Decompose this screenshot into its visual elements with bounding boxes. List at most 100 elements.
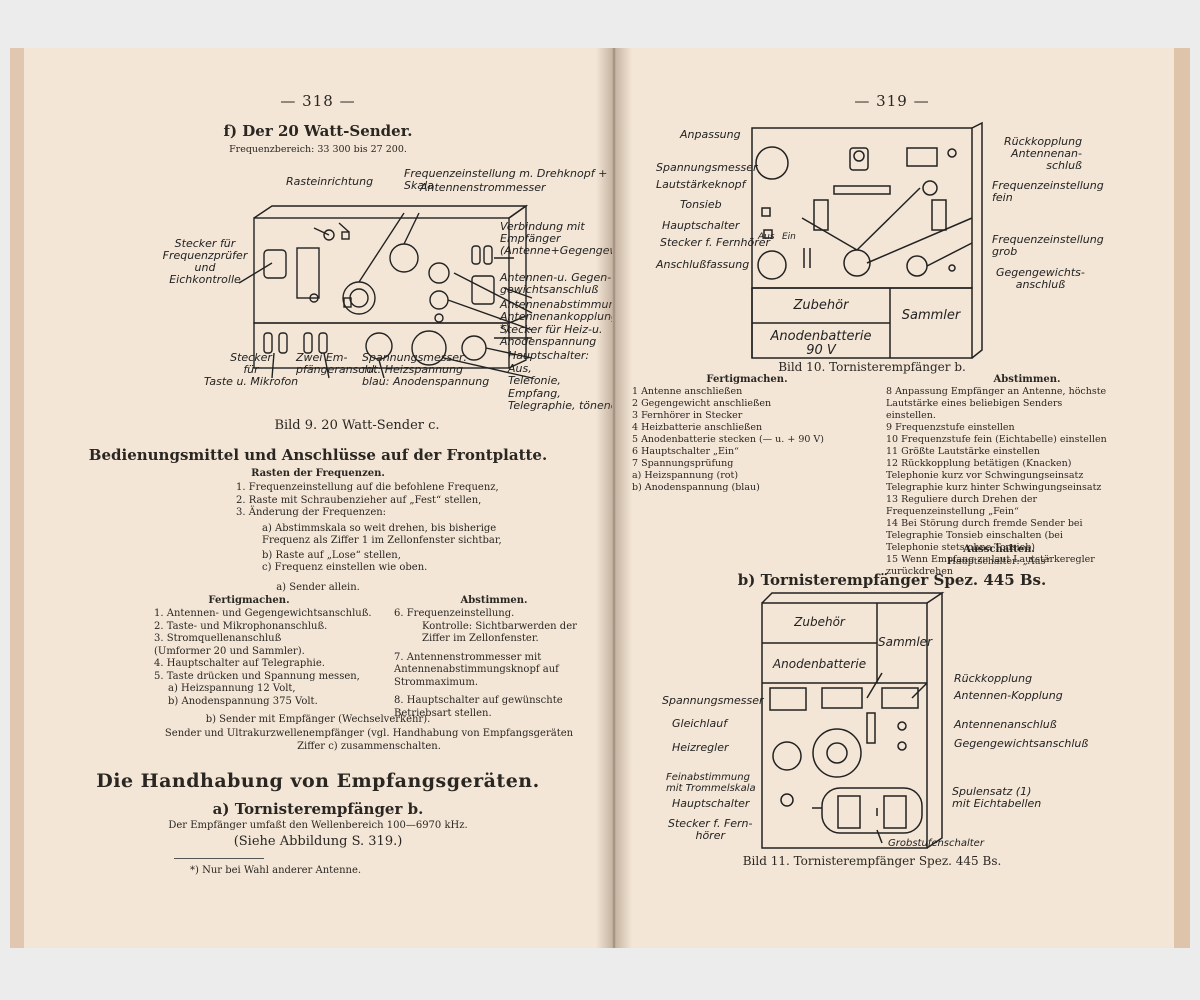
label-zubehoer: Zubehör [793, 298, 849, 313]
fertig-item: 6 Hauptschalter „Ein“ [632, 446, 739, 457]
abst-item: 8 Anpassung Empfänger an Antenne, höchst… [886, 386, 1107, 421]
abst-item: 7. Antennenstrommesser mit Antennenabsti… [394, 651, 559, 688]
fertig-item: 3. Stromquellenanschluß (Umformer 20 und… [154, 633, 305, 657]
book-spread: — 318 — f) Der 20 Watt-Sender. Frequenzb… [0, 48, 1200, 948]
label-rasteinrichtung: Rasteinrichtung [286, 175, 374, 188]
label-zubehoer-445: Zubehör [794, 615, 845, 629]
fertig-item: 5. Taste drücken und Spannung messen, [154, 670, 360, 682]
siehe-abbildung: (Siehe Abbildung S. 319.) [233, 834, 403, 849]
fertig-item: 2. Taste- und Mikrophonanschluß. [154, 620, 328, 632]
fertig-item: 1. Antennen- und Gegengewichtsanschluß. [154, 608, 372, 619]
figure-9-caption: Bild 9. 20 Watt-Sender c. [274, 418, 440, 433]
figure-10-diagram [751, 121, 983, 359]
rasten-item: 3. Änderung der Frequenzen: [236, 507, 387, 518]
label-stecker-fernhoerer: Stecker f. Fernhörer [660, 236, 771, 249]
label-sammler: Sammler [901, 308, 961, 323]
abst-item: 12 Rückkopplung betätigen (Knacken) Tele… [886, 458, 1102, 493]
abstimmen-title-right: Abstimmen. [993, 374, 1061, 385]
rasten-item: 2. Raste mit Schraubenzieher auf „Fest“ … [236, 494, 482, 506]
ausschalten-item: Hauptschalter: „Aus“ [947, 556, 1051, 567]
figure-10-caption: Bild 10. Tornisterempfänger b. [778, 360, 966, 374]
fertig-item: b) Anodenspannung 375 Volt. [168, 695, 318, 707]
label-antennenstrommesser: Antennenstrommesser [420, 181, 546, 194]
label-stecker-taste: Stecker für Taste u. Mikrofon [203, 351, 299, 388]
label-antennenankopplung: Antennenankopplung *) [500, 310, 619, 335]
ausschalten-title: Ausschalten. [963, 544, 1035, 555]
label-anschlussfassung: Anschlußfassung [656, 258, 750, 271]
label-spannungsmesser: Spannungsmesser [656, 161, 758, 174]
rasten-title: Rasten der Frequenzen. [251, 468, 385, 479]
rasten-item: a) Abstimmskala so weit drehen, bis bish… [262, 522, 502, 547]
tornister-title: a) Tornisterempfänger b. [212, 800, 424, 818]
sender-front-upper [253, 217, 510, 324]
sender-ultra: Sender und Ultrakurzwellenempfänger (vgl… [164, 728, 574, 752]
abst-item: 8. Hauptschalter auf gewünschte Betriebs… [394, 695, 563, 719]
abstimmen-list-right: 8 Anpassung Empfänger an Antenne, höchst… [886, 386, 1112, 578]
label-antennenanschluss-445: Antennenanschluß [954, 718, 1057, 731]
fertigmachen-list-right: 1 Antenne anschließen 2 Gegengewicht ans… [632, 386, 882, 494]
figure-11-caption: Bild 11. Tornisterempfänger Spez. 445 Bs… [742, 854, 1002, 868]
abst-item: 6. Frequenzeinstellung. [394, 608, 515, 619]
handhabung-title: Die Handhabung von Empfangsgeräten. [96, 770, 540, 792]
abst-item: Kontrolle: Sichtbarwerden der Ziffer im … [422, 620, 577, 645]
sender-mit-empfaenger: b) Sender mit Empfänger (Wechselverkehr)… [205, 714, 431, 725]
label-stecker-frequenzpruefer: Stecker für Frequenzprüfer und Eichkontr… [162, 237, 248, 286]
rasten-item: c) Frequenz einstellen wie oben. [262, 562, 428, 573]
section-title-20-watt-sender: f) Der 20 Watt-Sender. [223, 122, 413, 140]
label-antennenabstimmung: Antennenabstimmung [500, 298, 623, 311]
fertig-item: a) Heizspannung (rot) [632, 470, 739, 481]
fertig-item: a) Heizspannung 12 Volt, [168, 683, 296, 694]
rasten-item: b) Raste auf „Lose“ stellen, [262, 549, 401, 561]
label-grobstufenschalter: Grobstufenschalter [888, 838, 984, 849]
rasten-item: 1. Frequenzeinstellung auf die befohlene… [236, 482, 499, 493]
abst-item: 11 Größte Lautstärke einstellen [886, 446, 1040, 457]
footnote: *) Nur bei Wahl anderer Antenne. [190, 865, 362, 876]
fertig-item: 4. Hauptschalter auf Telegraphie. [154, 658, 325, 669]
label-lautstaerkeknopf: Lautstärkeknopf [656, 178, 746, 191]
book-gutter [596, 48, 632, 948]
frequency-range: Frequenzbereich: 33 300 bis 27 200. [229, 144, 407, 155]
label-stecker-heiz: Stecker für Heiz-u. Anodenspannung [500, 323, 603, 348]
label-anodenbatterie: Anodenbatterie 90 V [770, 329, 872, 358]
fertig-item: 5 Anodenbatterie stecken (— u. + 90 V) [632, 434, 824, 445]
sender-allein: a) Sender allein. [276, 582, 360, 593]
label-zwei-empfaengeranschl: Zwei Em- pfängeranschl. [296, 351, 378, 376]
label-stecker-fernhoerer-445: Stecker f. Fern- hörer [668, 817, 753, 842]
right-page: — 319 — [612, 48, 1190, 948]
label-spulensatz: Spulensatz (1) mit Eichtabellen [952, 785, 1042, 810]
label-ein: Ein [782, 232, 796, 242]
label-aus: Aus [758, 232, 775, 242]
label-gleichlauf: Gleichlauf [672, 717, 728, 730]
label-hauptschalter: Hauptschalter [662, 219, 740, 232]
fertig-item: 3 Fernhörer in Stecker [632, 410, 743, 421]
abstimmen-title: Abstimmen. [460, 595, 528, 606]
label-antennen-kopplung: Antennen-Kopplung [954, 689, 1063, 702]
label-spannungsmesser: Spannungsmesser: rot: Heizspannung blau:… [362, 351, 490, 388]
rasten-list: 1. Frequenzeinstellung auf die befohlene… [236, 482, 536, 575]
label-anodenbatterie-445: Anodenbatterie [772, 657, 867, 671]
label-sammler-445: Sammler [878, 635, 932, 649]
label-gegengewichtsanschluss: Gegengewichts- anschluß [996, 266, 1085, 291]
spez-445-title: b) Tornisterempfänger Spez. 445 Bs. [737, 571, 1047, 589]
abst-item: 9 Frequenzstufe einstellen [886, 422, 1015, 433]
label-tonsieb: Tonsieb [680, 198, 722, 211]
page-number-318: — 318 — [280, 92, 356, 110]
label-frequenzeinstellung-fein: Frequenzeinstellung fein [992, 179, 1104, 204]
fertigmachen-title-right: Fertigmachen. [706, 374, 788, 385]
label-hauptschalter-445: Hauptschalter [672, 797, 750, 810]
label-rueckkopplung-445: Rückkopplung [954, 672, 1033, 685]
abst-item: 15 Wenn Empfang zu laut Lautstärkeregler… [886, 554, 1095, 577]
figure-11-diagram [761, 591, 945, 849]
abst-item: 14 Bei Störung durch fremde Sender bei T… [886, 518, 1083, 553]
label-frequenzeinstellung: Frequenzeinstellung m. Drehknopf + Skala [404, 167, 608, 192]
abst-item: 13 Reguliere durch Drehen der Frequenzei… [886, 494, 1038, 517]
fertig-item: b) Anodenspannung (blau) [632, 482, 760, 493]
fertig-item: 1 Antenne anschließen [632, 386, 743, 397]
left-page: — 318 — f) Der 20 Watt-Sender. Frequenzb… [10, 48, 643, 948]
page-number-319: — 319 — [854, 92, 930, 110]
label-anpassung: Anpassung [680, 128, 741, 141]
label-gegengewichtsanschluss-445: Gegengewichtsanschluß [954, 737, 1089, 750]
label-feinabstimmung: Feinabstimmung mit Trommelskala [666, 772, 756, 794]
tornister-desc: Der Empfänger umfaßt den Wellenbereich 1… [168, 820, 468, 831]
receiver-445-panel [761, 602, 928, 849]
